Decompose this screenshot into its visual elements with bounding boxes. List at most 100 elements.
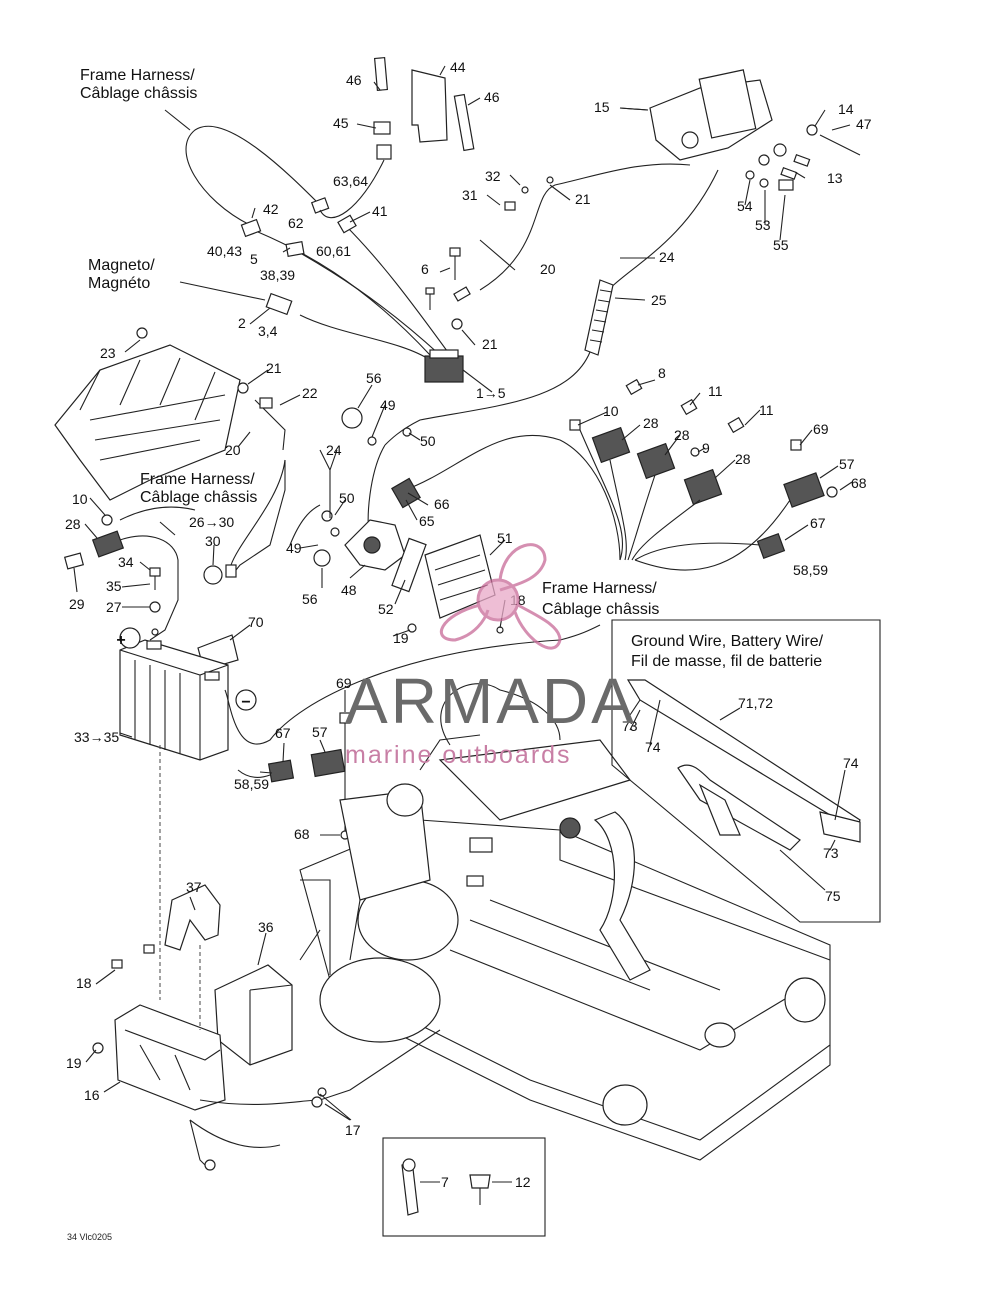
callout: 25 (651, 292, 667, 308)
leader-lines (73, 65, 853, 1121)
frame-harness-top-assembly (164, 56, 493, 393)
callout: 42 (263, 201, 279, 217)
callout: 60,61 (316, 243, 351, 259)
frame-harness-left-caption-2: Câblage châssis (140, 489, 257, 506)
callout: 27 (106, 599, 122, 615)
callout: 50 (339, 490, 355, 506)
callout: 22 (302, 385, 318, 401)
fastener-inset (382, 1137, 546, 1237)
callout: 62 (288, 215, 304, 231)
ground-cable-route (224, 624, 601, 840)
callout: 67 (810, 515, 826, 531)
ground-wire-inset (611, 619, 881, 923)
vehicle-frame (299, 683, 831, 1161)
frame-harness-left-caption-1: Frame Harness/ (140, 471, 255, 488)
callout: 41 (372, 203, 388, 219)
callout: 54 (737, 198, 753, 214)
callout: 19 (66, 1055, 82, 1071)
callout: 19 (393, 630, 409, 646)
callout: 36 (258, 919, 274, 935)
callout: 35 (106, 578, 122, 594)
callout: 20 (540, 261, 556, 277)
callout: 46 (484, 89, 500, 105)
callout: 21 (575, 191, 591, 207)
ground-wire-caption-2: Fil de masse, fil de batterie (631, 653, 822, 670)
callout: 69 (813, 421, 829, 437)
callout: 17 (345, 1122, 361, 1138)
callout: 32 (485, 168, 501, 184)
callout: 18 (76, 975, 92, 991)
battery-minus-symbol: − (241, 694, 250, 711)
callout: 15 (594, 99, 610, 115)
callout: 56 (302, 591, 318, 607)
callout: 67 (275, 725, 291, 741)
callout: 2 (238, 315, 246, 331)
callout: 57 (312, 724, 328, 740)
callout: 30 (205, 533, 221, 549)
callout: 26→30 (189, 514, 234, 530)
callout: 10 (72, 491, 88, 507)
callout: 28 (643, 415, 659, 431)
callout: 58,59 (793, 562, 828, 578)
fuse-block-group (569, 378, 838, 571)
battery-tray-assembly (92, 745, 441, 1171)
solenoid-assembly (289, 407, 621, 571)
callout: 58,59 (234, 776, 269, 792)
callout: 73 (823, 845, 839, 861)
callout: 47 (856, 116, 872, 132)
callout: 6 (421, 261, 429, 277)
watermark-tagline: marine outboards (345, 741, 572, 769)
callout: 9 (702, 440, 710, 456)
callout: 10 (603, 403, 619, 419)
propeller-logo (439, 543, 562, 650)
callout: 56 (366, 370, 382, 386)
callout: 46 (346, 72, 362, 88)
callout: 38,39 (260, 267, 295, 283)
callout: 29 (69, 596, 85, 612)
magneto-caption-1: Magneto/ (88, 257, 155, 274)
callout: 31 (462, 187, 478, 203)
callout: 3,4 (258, 323, 278, 339)
callout: 51 (497, 530, 513, 546)
callout: 21 (266, 360, 282, 376)
callout: 37 (186, 879, 202, 895)
callout: 28 (735, 451, 751, 467)
callout: 14 (838, 101, 854, 117)
watermark-brand: ARMADA (345, 665, 637, 737)
callout: 12 (515, 1174, 531, 1190)
callout: 48 (341, 582, 357, 598)
callout: 34 (118, 554, 134, 570)
callout: 55 (773, 237, 789, 253)
callout: 57 (839, 456, 855, 472)
callout: 7 (441, 1174, 449, 1190)
battery-assembly (63, 459, 286, 761)
callout: 68 (851, 475, 867, 491)
callout-numbers: 46 44 46 45 63,64 42 62 41 40,43 60,61 5… (65, 59, 872, 1190)
callout: 11 (759, 402, 774, 418)
callout: 24 (659, 249, 675, 265)
callout: 8 (658, 365, 666, 381)
callout: 53 (755, 217, 771, 233)
callout: 1→5 (476, 385, 506, 401)
callout: 73 (622, 718, 638, 734)
callout: 52 (378, 601, 394, 617)
battery-plus-symbol: + (116, 632, 125, 649)
heat-shield-panel (54, 327, 286, 576)
callout: 71,72 (738, 695, 773, 711)
captions: Frame Harness/ Câblage châssis Magneto/ … (80, 67, 824, 711)
callout: 70 (248, 614, 264, 630)
callout: 49 (380, 397, 396, 413)
callout: 11 (708, 383, 723, 399)
callout: 13 (827, 170, 843, 186)
callout: 20 (225, 442, 241, 458)
callout: 74 (843, 755, 859, 771)
starter-motor-assembly (384, 69, 861, 446)
callout: 50 (420, 433, 436, 449)
frame-harness-right-caption-1: Frame Harness/ (542, 580, 657, 597)
callout: 75 (825, 888, 841, 904)
callout: 45 (333, 115, 349, 131)
callout: 65 (419, 513, 435, 529)
callout: 28 (674, 427, 690, 443)
callout: 69 (336, 675, 352, 691)
